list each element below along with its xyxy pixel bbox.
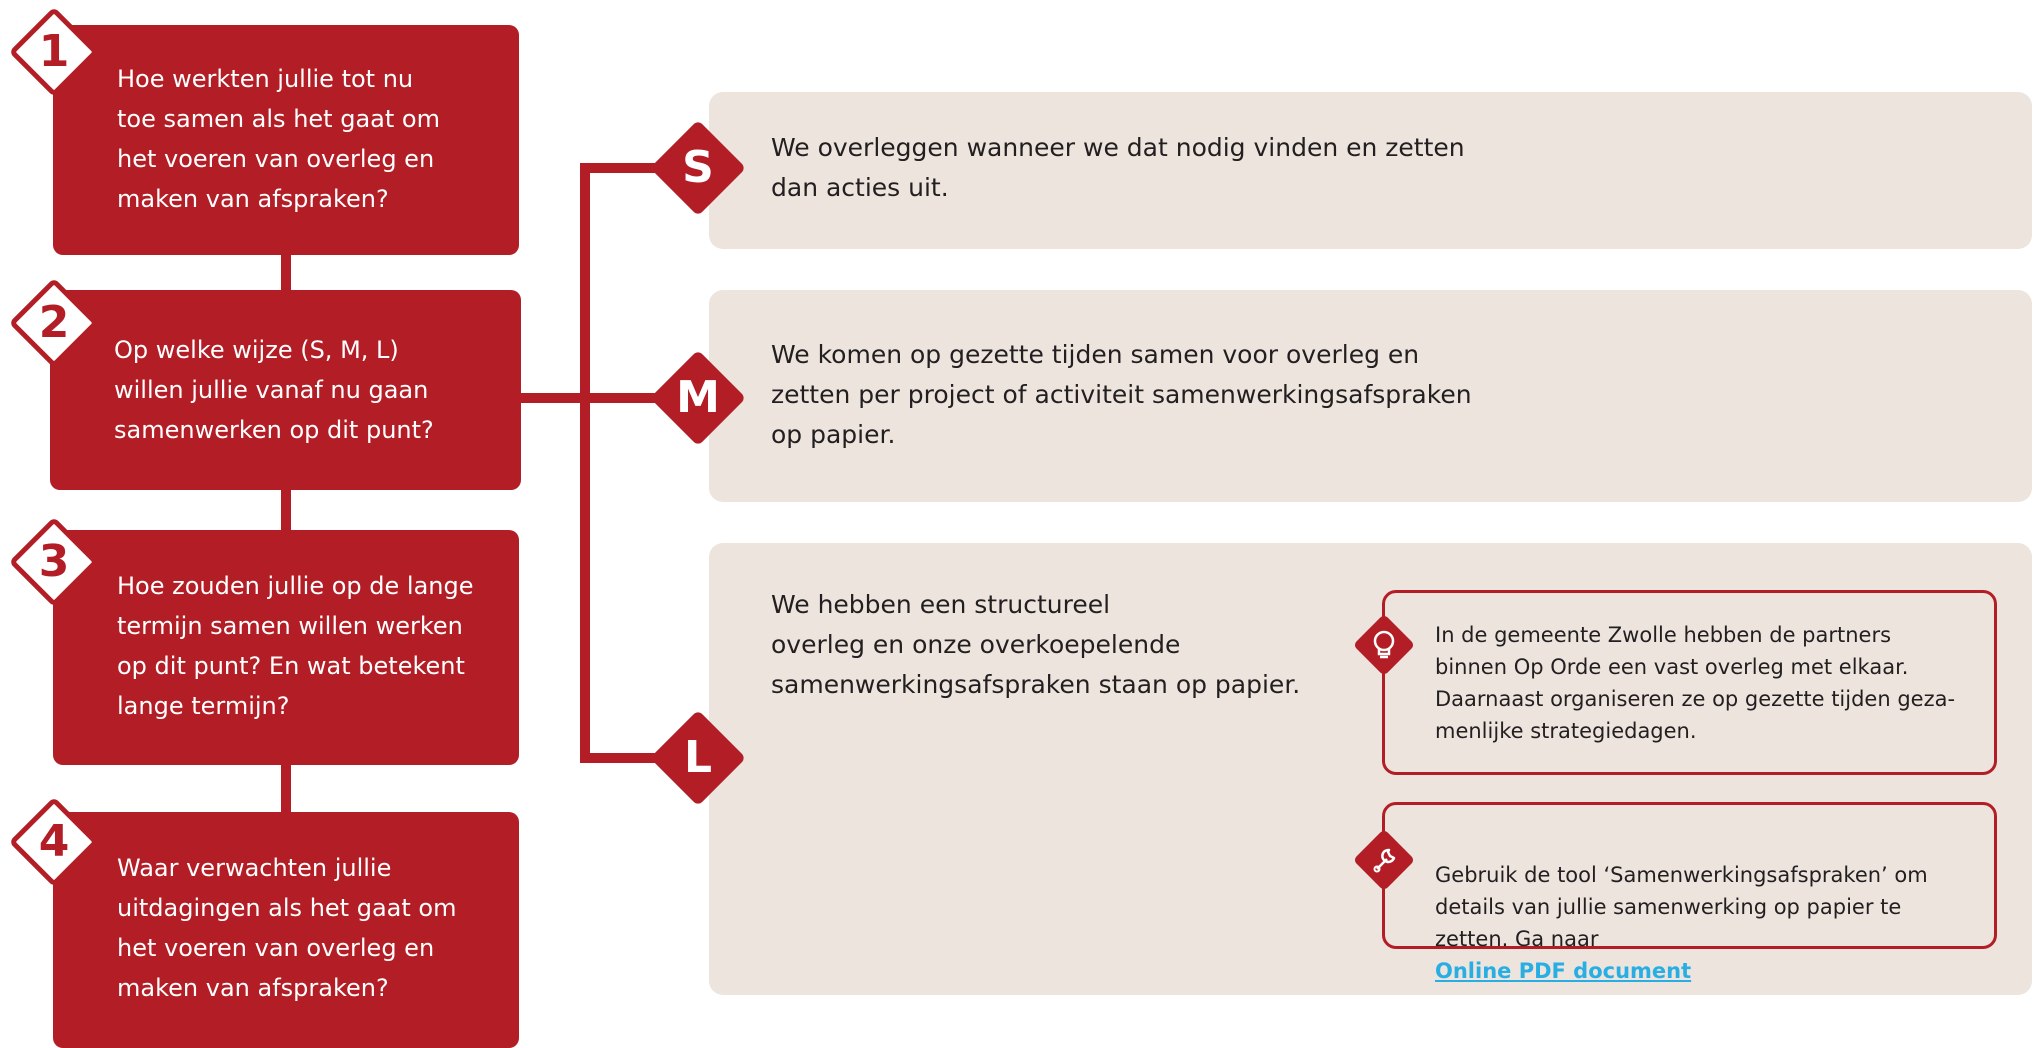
question-number-1: 1 bbox=[38, 26, 70, 77]
option-text-m: We komen op gezette tijden samen voor ov… bbox=[771, 340, 1472, 449]
option-label-m: M bbox=[676, 372, 720, 423]
question-number-4: 4 bbox=[38, 816, 70, 867]
wrench-icon bbox=[1373, 848, 1396, 873]
tip-card: In de gemeente Zwolle hebben de partners… bbox=[1382, 590, 1997, 775]
question-box-3: Hoe zouden jullie op de lange termijn sa… bbox=[53, 530, 519, 765]
option-panel-s: We overleggen wanneer we dat nodig vinde… bbox=[709, 92, 2032, 249]
option-label-l: L bbox=[683, 732, 713, 783]
question-box-4: Waar verwachten jullie uitdagingen als h… bbox=[53, 812, 519, 1048]
online-pdf-link[interactable]: Online PDF document bbox=[1435, 959, 1692, 983]
option-panel-m: We komen op gezette tijden samen voor ov… bbox=[709, 290, 2032, 502]
question-box-2: Op welke wijze (S, M, L) willen jullie v… bbox=[50, 290, 521, 490]
option-label-s: S bbox=[682, 142, 714, 193]
tool-card: Gebruik de tool ‘Samenwerkingsafspraken’… bbox=[1382, 802, 1997, 983]
tip-text: In de gemeente Zwolle hebben de partners… bbox=[1435, 623, 1956, 743]
lightbulb-icon bbox=[1373, 630, 1395, 659]
question-box-1: Hoe werkten jullie tot nu toe samen als … bbox=[53, 25, 519, 255]
branch-vertical-connector bbox=[580, 163, 590, 763]
branch-horizontal-connector bbox=[520, 393, 660, 403]
option-text-s: We overleggen wanneer we dat nodig vinde… bbox=[771, 133, 1465, 202]
question-text-1: Hoe werkten jullie tot nu toe samen als … bbox=[117, 65, 440, 213]
question-text-2: Op welke wijze (S, M, L) willen jullie v… bbox=[114, 336, 434, 444]
question-text-3: Hoe zouden jullie op de lange termijn sa… bbox=[117, 572, 474, 720]
question-number-2: 2 bbox=[38, 297, 70, 348]
tool-text: Gebruik de tool ‘Samenwerkingsafspraken’… bbox=[1435, 827, 1978, 987]
question-text-4: Waar verwachten jullie uitdagingen als h… bbox=[117, 854, 457, 1002]
question-number-3: 3 bbox=[38, 536, 70, 587]
tool-text-body: Gebruik de tool ‘Samenwerkingsafspraken’… bbox=[1435, 863, 1928, 951]
branch-l-connector bbox=[580, 753, 660, 763]
option-text-l: We hebben een structureel overleg en onz… bbox=[771, 590, 1301, 699]
branch-s-connector bbox=[580, 163, 660, 173]
